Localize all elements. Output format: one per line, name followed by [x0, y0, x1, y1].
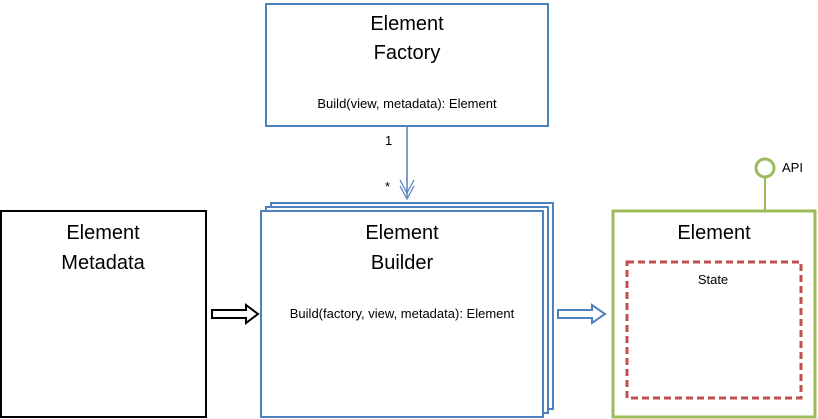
- element-builder-border: [260, 210, 544, 418]
- source-multiplicity: 1: [385, 133, 392, 148]
- element-factory-box: Element Factory Build(view, metadata): E…: [265, 3, 549, 127]
- state-box: [625, 260, 803, 400]
- metadata-to-builder-arrow: [211, 303, 260, 325]
- association-arrowhead-inner: [399, 185, 415, 201]
- element-builder-title-line2: Builder: [371, 252, 434, 274]
- api-interface-lollipop-icon: [754, 157, 776, 179]
- element-box: API Element State: [611, 157, 817, 419]
- element-factory-border: [265, 3, 549, 127]
- element-title: Element: [677, 222, 751, 244]
- element-metadata-title-line2: Metadata: [61, 252, 145, 274]
- element-metadata-title-line1: Element: [66, 222, 140, 244]
- element-factory-method: Build(view, metadata): Element: [317, 96, 497, 111]
- factory-builder-association: 1 *: [385, 127, 415, 201]
- association-arrowhead-outer: [399, 179, 415, 195]
- element-builder-title-line1: Element: [365, 222, 439, 244]
- element-builder-method: Build(factory, view, metadata): Element: [290, 306, 515, 321]
- element-factory-title-line2: Factory: [374, 42, 441, 64]
- builder-to-element-arrow: [557, 303, 607, 325]
- element-factory-title-line1: Element: [370, 13, 444, 35]
- element-builder-stack: Element Builder Build(factory, view, met…: [260, 202, 554, 418]
- target-multiplicity: *: [385, 179, 390, 194]
- element-border: [611, 209, 817, 419]
- element-metadata-box: Element Metadata: [0, 210, 207, 418]
- element-metadata-border: [0, 210, 207, 418]
- state-label: State: [698, 272, 728, 287]
- api-interface-label: API: [782, 160, 803, 175]
